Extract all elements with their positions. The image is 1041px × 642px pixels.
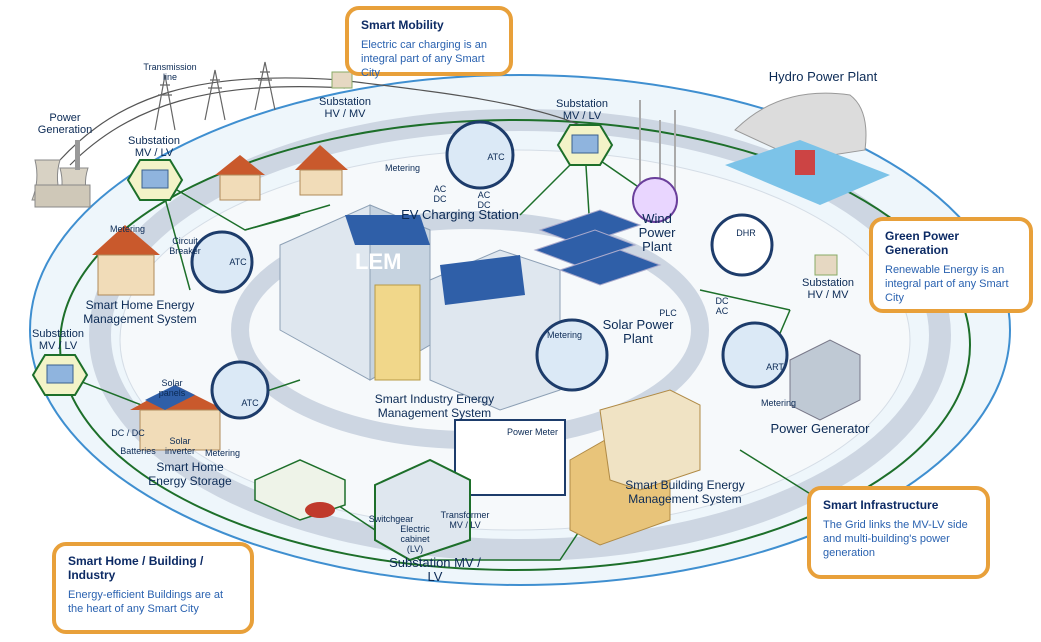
dhr-circle bbox=[712, 215, 772, 275]
power-generation-plant bbox=[32, 140, 90, 207]
label-metering-ev: Metering bbox=[380, 163, 425, 173]
label-metering-storage: Metering bbox=[200, 448, 245, 458]
label-solar-power-plant: Solar Power Plant bbox=[598, 318, 678, 346]
callout-title: Green Power Generation bbox=[885, 229, 1017, 257]
art-circle bbox=[723, 323, 787, 387]
label-metering-industry: Metering bbox=[542, 330, 587, 340]
label-power-generator: Power Generator bbox=[770, 422, 870, 436]
label-ev-charging-station: EV Charging Station bbox=[400, 208, 520, 222]
label-transformer: Transformer MV / LV bbox=[440, 510, 490, 530]
label-substation-mv-lv-left: Substation MV / LV bbox=[28, 328, 88, 352]
substation-hv-top bbox=[332, 72, 352, 88]
label-art: ART bbox=[763, 362, 787, 372]
label-smart-home-ems: Smart Home Energy Management System bbox=[75, 298, 205, 326]
label-plc: PLC bbox=[656, 308, 680, 318]
label-metering-generator: Metering bbox=[756, 398, 801, 408]
label-atc-ev: ATC bbox=[484, 152, 508, 162]
label-batteries: Batteries bbox=[118, 446, 158, 456]
label-atc-storage: ATC bbox=[238, 398, 262, 408]
label-lem: LEM bbox=[355, 250, 400, 274]
label-smart-building-ems: Smart Building Energy Management System bbox=[615, 478, 755, 506]
label-power-generation: Power Generation bbox=[30, 112, 100, 136]
label-smart-home-storage: Smart Home Energy Storage bbox=[140, 460, 240, 488]
substation-top bbox=[558, 125, 612, 165]
label-circuit-breaker: Circuit Breaker bbox=[165, 236, 205, 256]
label-substation-hv-mv-top: Substation HV / MV bbox=[310, 96, 380, 120]
atc-storage-circle bbox=[212, 362, 268, 418]
label-electric-cabinet: Electric cabinet (LV) bbox=[392, 524, 438, 554]
label-solar-panels: Solar panels bbox=[152, 378, 192, 398]
callout-title: Smart Home / Building / Industry bbox=[68, 554, 238, 582]
callout-text: Energy-efficient Buildings are at the he… bbox=[68, 588, 238, 616]
callout-title: Smart Mobility bbox=[361, 18, 497, 32]
label-atc-home: ATC bbox=[226, 257, 250, 267]
label-wind-power-plant: Wind Power Plant bbox=[622, 212, 692, 254]
label-hydro-power-plant: Hydro Power Plant bbox=[758, 70, 888, 84]
substation-left bbox=[33, 355, 87, 395]
callout-text: Electric car charging is an integral par… bbox=[361, 38, 497, 80]
label-dhr: DHR bbox=[734, 228, 758, 238]
label-substation-mv-lv-topleft: Substation MV / LV bbox=[124, 135, 184, 159]
label-substation-hv-mv-right: Substation HV / MV bbox=[798, 277, 858, 301]
callout-title: Smart Infrastructure bbox=[823, 498, 974, 512]
label-power-meter: Power Meter bbox=[505, 427, 560, 437]
industry-building bbox=[430, 250, 560, 410]
label-ac-dc-1: AC DC bbox=[432, 184, 448, 204]
label-smart-industry-ems: Smart Industry Energy Management System bbox=[352, 392, 517, 420]
label-dc-ac: DC AC bbox=[714, 296, 730, 316]
callout-green-power: Green Power Generation Renewable Energy … bbox=[869, 217, 1033, 313]
label-transmission-line: Transmission line bbox=[140, 62, 200, 82]
substation-hv-right bbox=[815, 255, 837, 275]
callout-smart-infrastructure: Smart Infrastructure The Grid links the … bbox=[807, 486, 990, 579]
substation-topleft bbox=[128, 160, 182, 200]
label-substation-mv-lv-bottom: Substation MV / LV bbox=[385, 556, 485, 584]
label-solar-inverter: Solar inverter bbox=[160, 436, 200, 456]
label-metering-home: Metering bbox=[105, 224, 150, 234]
label-dc-dc: DC / DC bbox=[108, 428, 148, 438]
label-ac-dc-2: AC DC bbox=[476, 190, 492, 210]
callout-text: Renewable Energy is an integral part of … bbox=[885, 263, 1017, 305]
label-substation-mv-lv-top: Substation MV / LV bbox=[552, 98, 612, 122]
label-switchgear: Switchgear bbox=[366, 514, 416, 524]
callout-smart-home-building: Smart Home / Building / Industry Energy-… bbox=[52, 542, 254, 634]
callout-text: The Grid links the MV-LV side and multi-… bbox=[823, 518, 974, 560]
callout-smart-mobility: Smart Mobility Electric car charging is … bbox=[345, 6, 513, 76]
